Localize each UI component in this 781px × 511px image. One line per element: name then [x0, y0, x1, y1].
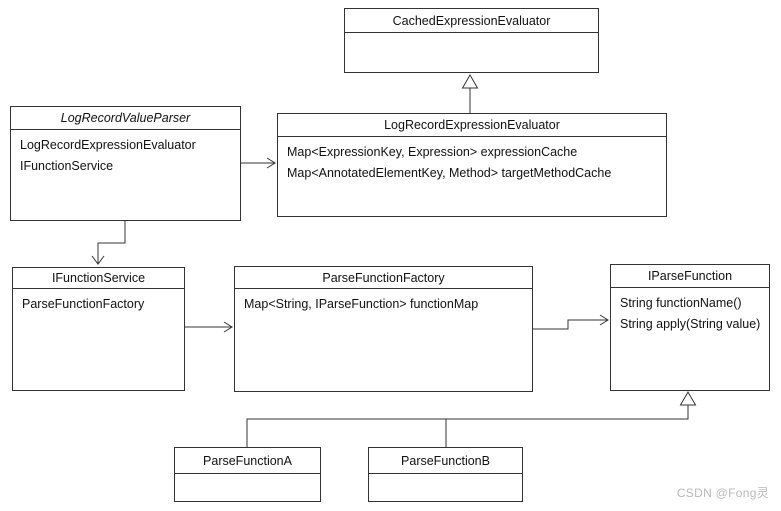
class-attribute: LogRecordExpressionEvaluator [20, 138, 196, 152]
class-attributes: Map<ExpressionKey, Expression> expressio… [278, 137, 666, 184]
class-attribute: Map<String, IParseFunction> functionMap [244, 297, 479, 311]
class-title: IParseFunction [611, 265, 769, 288]
class-attributes [175, 474, 320, 479]
class-box-parse-function-factory: ParseFunctionFactory Map<String, IParseF… [234, 266, 533, 392]
association-arrow-lrvp-to-ifs [91, 221, 126, 265]
class-title: ParseFunctionFactory [235, 267, 532, 289]
class-title: ParseFunctionA [175, 448, 320, 474]
csdn-watermark: CSDN @Fong灵 [676, 486, 769, 500]
class-box-cached-expression-evaluator: CachedExpressionEvaluator [344, 8, 599, 73]
class-attributes: Map<String, IParseFunction> functionMap [235, 289, 532, 315]
generalization-arrow-lree-to-cached [461, 73, 479, 113]
class-box-log-record-value-parser: LogRecordValueParser LogRecordExpression… [10, 106, 241, 221]
class-title: ParseFunctionB [369, 448, 522, 474]
class-attributes: ParseFunctionFactory [13, 289, 184, 315]
class-attributes: LogRecordExpressionEvaluator IFunctionSe… [11, 130, 240, 177]
class-box-i-function-service: IFunctionService ParseFunctionFactory [12, 267, 185, 391]
association-arrow-lrvp-to-lree [241, 157, 276, 169]
class-title: CachedExpressionEvaluator [345, 9, 598, 33]
association-arrow-pff-to-ipf [533, 314, 609, 330]
class-box-parse-function-b: ParseFunctionB [368, 447, 523, 502]
class-attributes: String functionName() String apply(Strin… [611, 288, 769, 335]
association-arrow-ifs-to-pff [185, 321, 233, 333]
class-attributes [369, 474, 522, 479]
class-box-i-parse-function: IParseFunction String functionName() Str… [610, 264, 770, 391]
class-box-parse-function-a: ParseFunctionA [174, 447, 321, 502]
class-attributes [345, 33, 598, 38]
generalization-arrow-pfa-pfb-to-ipf [246, 390, 697, 447]
class-attribute: String functionName() [620, 296, 742, 310]
class-title: LogRecordExpressionEvaluator [278, 114, 666, 137]
class-title: IFunctionService [13, 268, 184, 289]
class-attribute: ParseFunctionFactory [22, 297, 145, 311]
class-title: LogRecordValueParser [11, 107, 240, 130]
class-attribute: Map<ExpressionKey, Expression> expressio… [287, 145, 578, 159]
class-attribute: String apply(String value) [620, 317, 761, 331]
class-box-log-record-expression-evaluator: LogRecordExpressionEvaluator Map<Express… [277, 113, 667, 217]
class-attribute: Map<AnnotatedElementKey, Method> targetM… [287, 166, 612, 180]
class-attribute: IFunctionService [20, 159, 114, 173]
